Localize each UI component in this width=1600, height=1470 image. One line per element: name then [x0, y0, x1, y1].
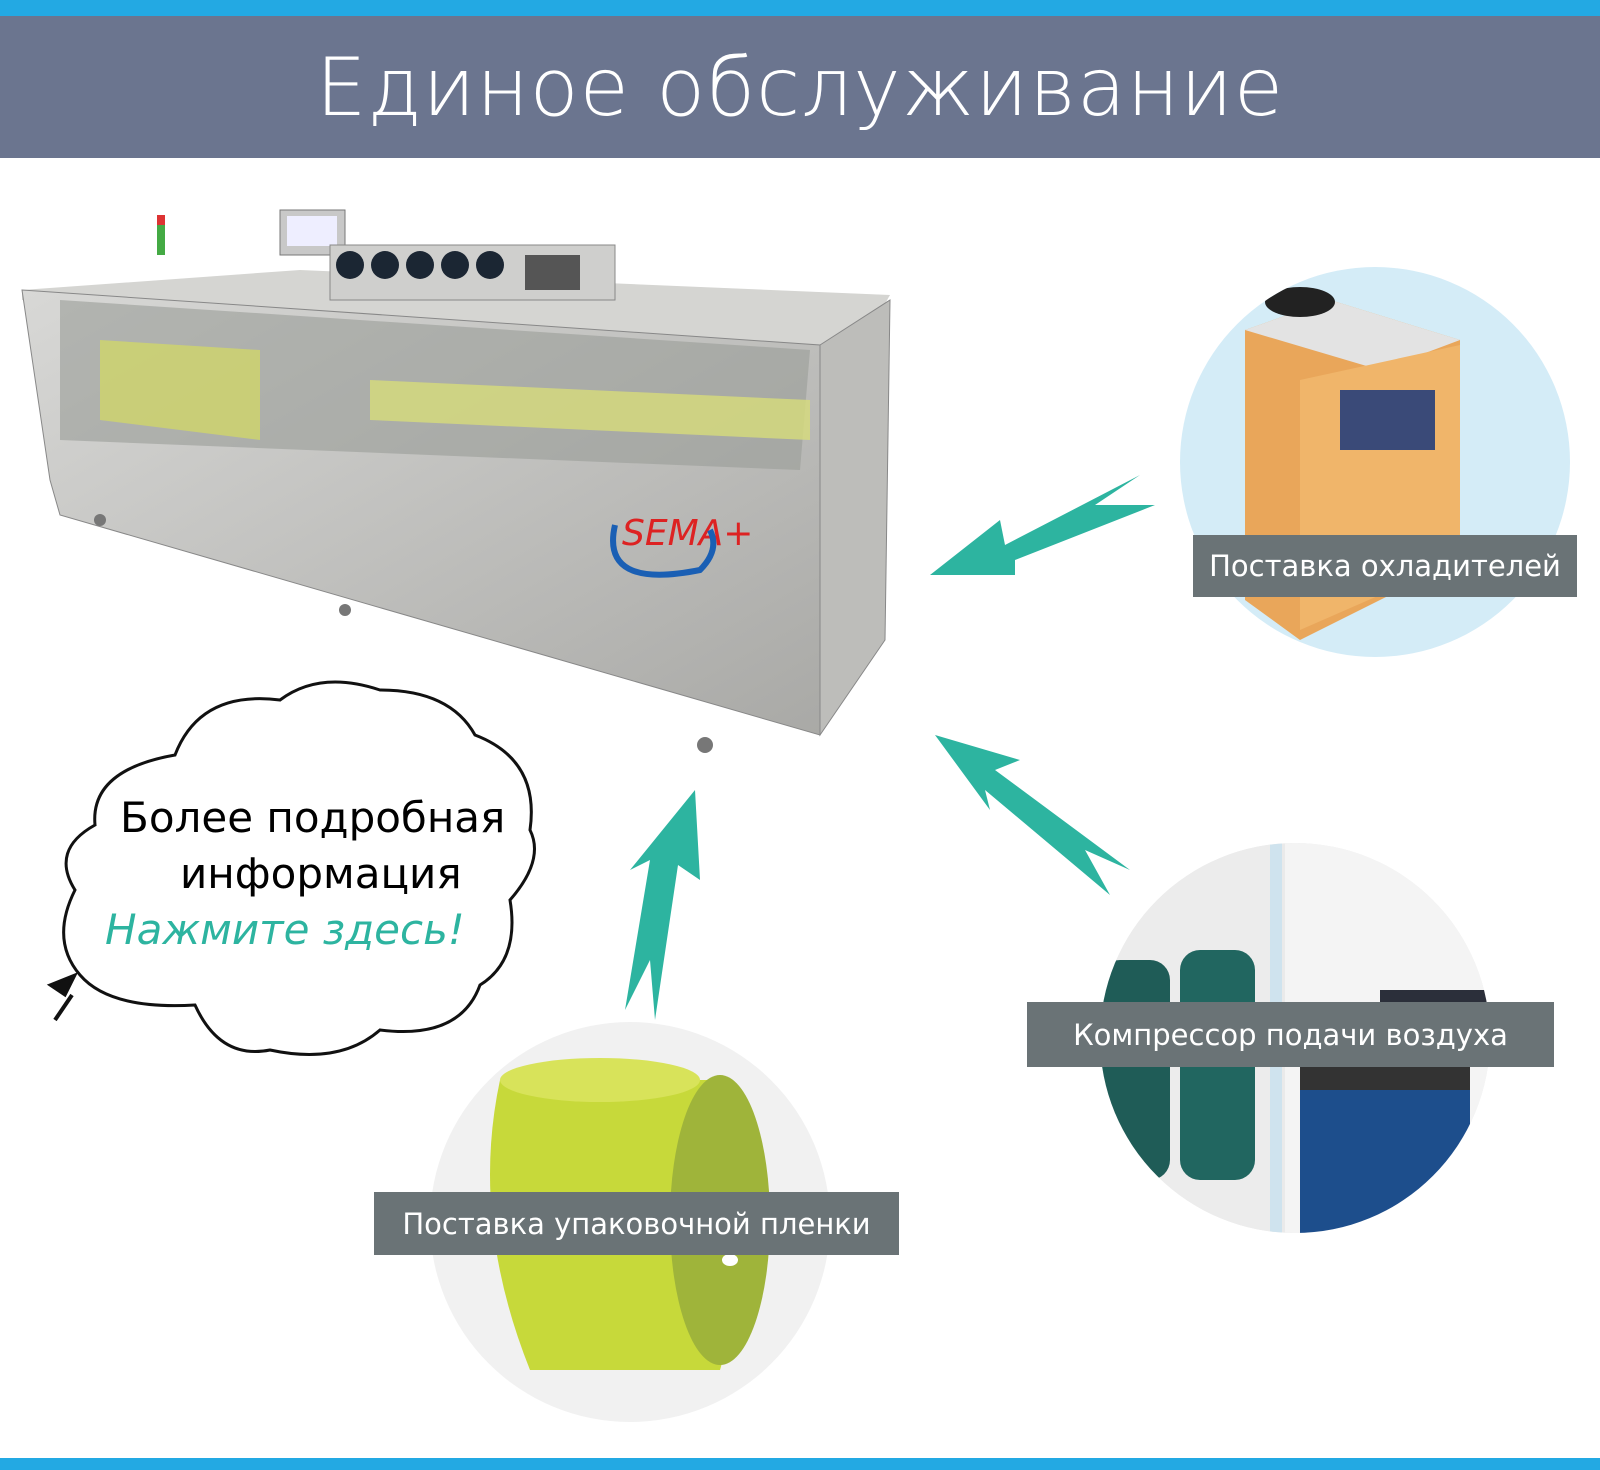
- top-accent-bar: [0, 0, 1600, 16]
- page-title: Единое обслуживание: [315, 40, 1285, 134]
- cloud-text-line2: информация: [180, 849, 462, 898]
- machine-logo: SEMA+: [622, 513, 753, 554]
- packaging-film-label: Поставка упаковочной пленки: [374, 1192, 899, 1255]
- arrow-from-film-icon: [625, 790, 700, 1020]
- arrow-from-chiller-icon: [930, 475, 1155, 575]
- arrows: [625, 475, 1155, 1020]
- filling-machine-image: SEMA+: [21, 209, 891, 753]
- chiller-image: [1180, 267, 1570, 657]
- air-compressor-label: Компрессор подачи воздуха: [1027, 1002, 1554, 1067]
- speech-cloud: [46, 680, 536, 1056]
- cloud-text-line1: Более подробная: [120, 793, 506, 842]
- click-here-link[interactable]: Нажмите здесь!: [105, 905, 465, 954]
- header-banner: Единое обслуживание: [0, 16, 1600, 158]
- chiller-supply-label: Поставка охладителей: [1193, 535, 1577, 597]
- bottom-accent-bar: [0, 1458, 1600, 1470]
- arrow-from-compressor-icon: [935, 735, 1130, 895]
